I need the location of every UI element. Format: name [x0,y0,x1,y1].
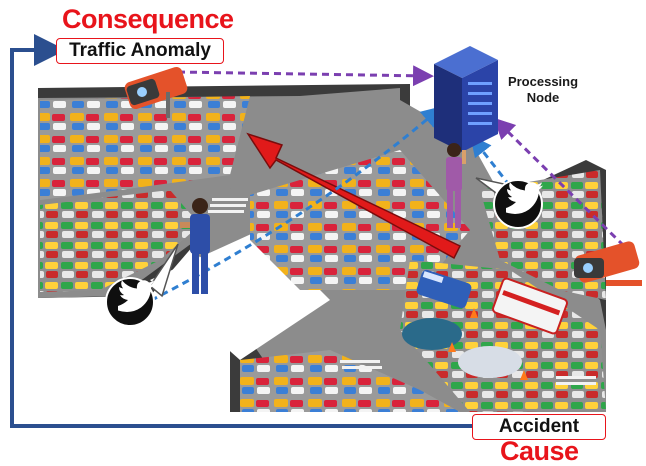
dashed-tweet-link-right [470,135,512,187]
dashed-camera-link-right [493,117,626,248]
tweet-bubble-left [105,243,179,327]
traffic-camera-icon [124,66,188,118]
person-right [446,143,466,228]
vehicles-center [250,150,470,290]
traffic-anomaly-label: Traffic Anomaly [56,38,224,64]
processing-node-line2: Node [526,90,560,105]
traffic-camera-right-icon [574,241,642,286]
processing-node-label: Processing Node [498,74,588,106]
traffic-anomaly-arrow [246,132,462,260]
processing-node-line1: Processing [507,74,579,89]
person-left [180,198,210,294]
dashed-tweet-link-left [139,106,443,308]
accident-label: Accident [472,414,606,440]
vehicles-left [40,190,200,292]
vehicles-bottom [240,350,460,412]
crosswalks [208,198,596,385]
consequence-title: Consequence [62,4,234,34]
dashed-camera-link-left [177,65,434,87]
server-rack-icon [434,46,498,152]
vehicles-top-left [40,96,250,200]
accident-scene [402,269,568,380]
tweet-bubble-right [475,177,543,229]
cause-title: Cause [500,436,579,466]
feedback-loop-arrow [10,34,478,428]
